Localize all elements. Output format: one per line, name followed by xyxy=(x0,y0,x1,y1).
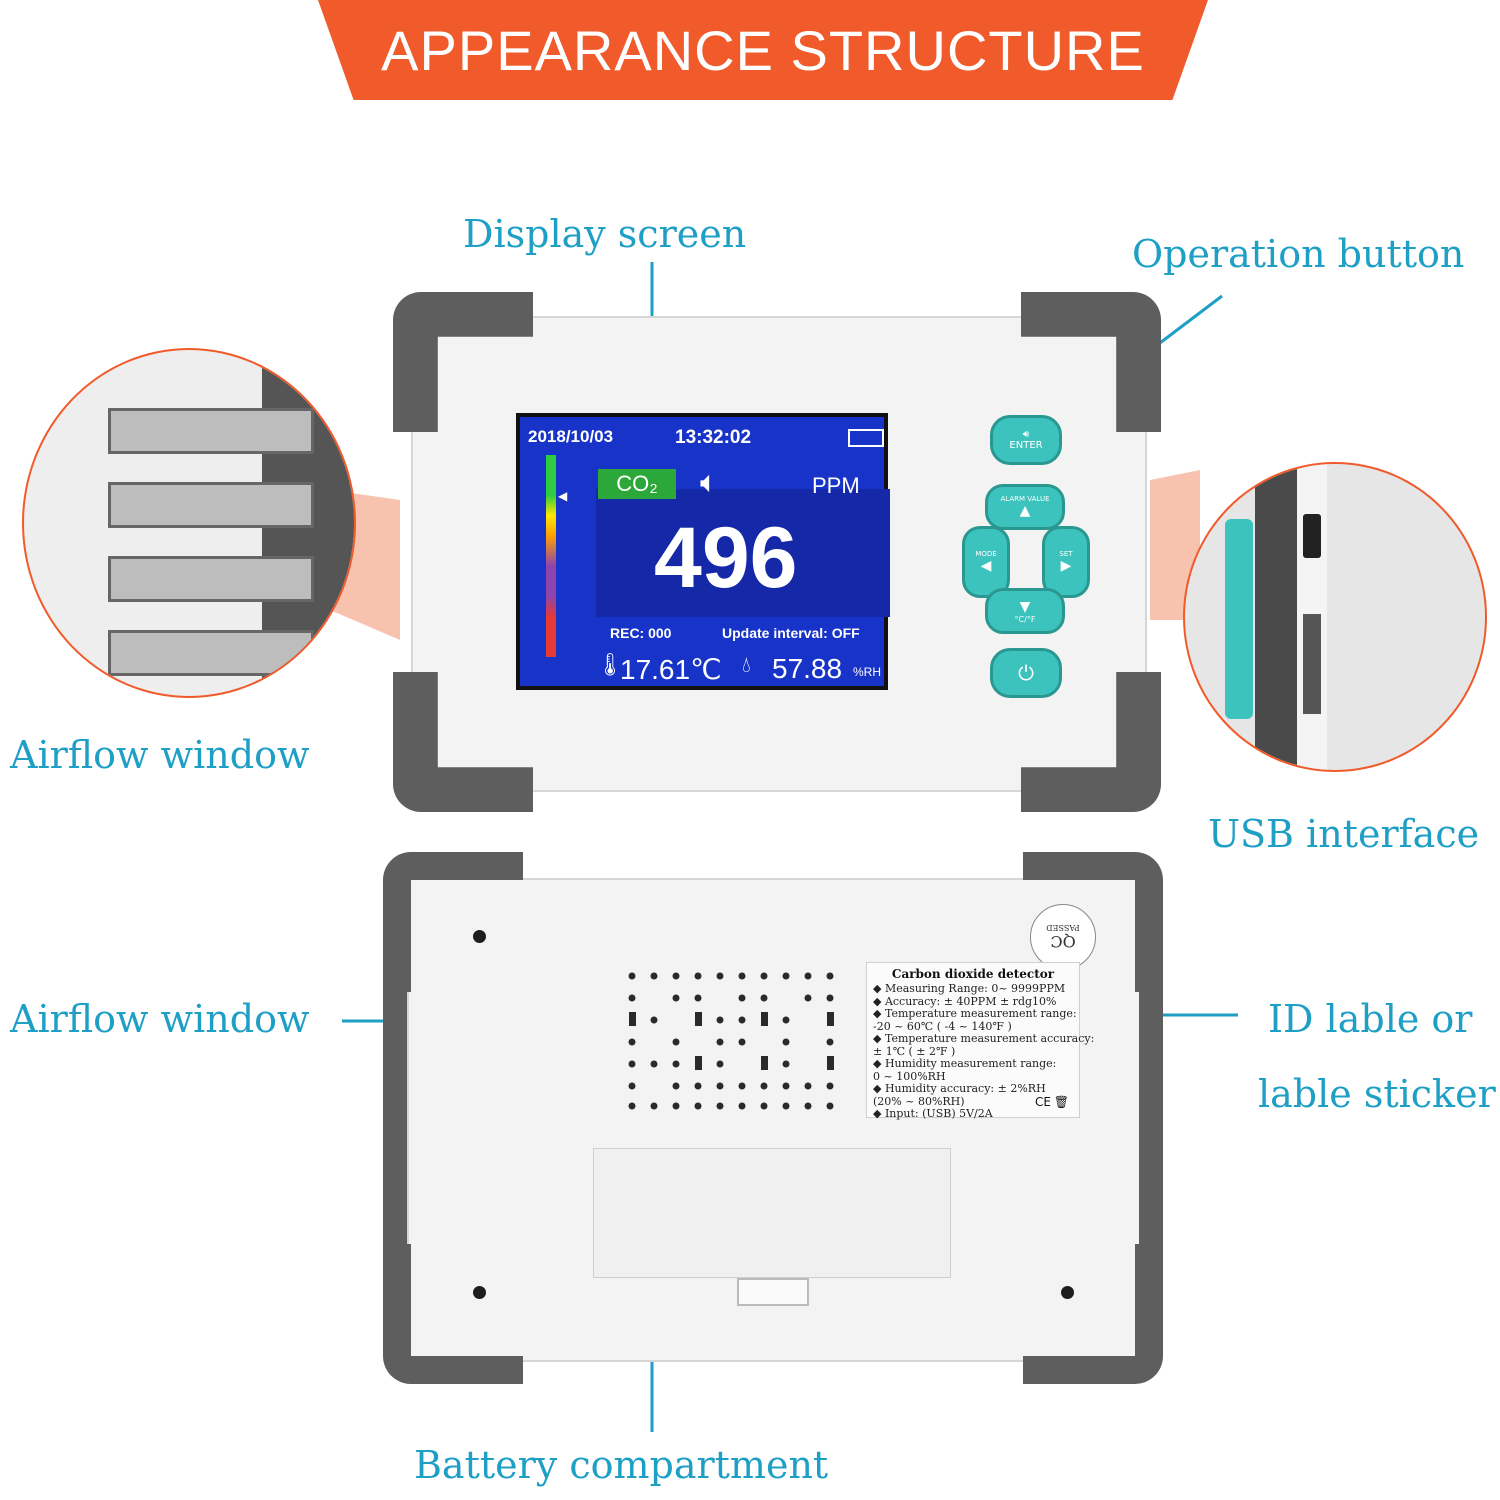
callout-airflow-window-back: Airflow window xyxy=(10,997,310,1041)
usb-zoom-circle xyxy=(1183,462,1487,772)
screw-hole xyxy=(1061,1286,1074,1299)
power-icon: ⏻ xyxy=(1018,661,1034,685)
ce-mark: CE xyxy=(1035,1095,1051,1109)
banner-title: APPEARANCE STRUCTURE xyxy=(381,19,1145,82)
callout-usb-interface: USB interface xyxy=(1208,812,1480,856)
level-scale-bar xyxy=(546,455,556,657)
gas-badge: CO₂ xyxy=(598,469,676,499)
lcd-screen: 2018/10/03 13:32:02 ◀ CO₂ 🔈︎ PPM 496 REC… xyxy=(516,413,890,690)
qc-text: QC xyxy=(1050,932,1076,951)
speaker-icon: 🔈︎ xyxy=(700,465,718,500)
update-interval: Update interval: OFF xyxy=(722,625,860,641)
temp-unit-button[interactable]: ▼ °C/°F xyxy=(985,588,1065,634)
alarm-value-button[interactable]: ALARM VALUE ▲ xyxy=(985,484,1065,530)
id-label-line: ◆ Measuring Range: 0~ 9999PPM xyxy=(873,982,1066,995)
id-label-line: ◆ Temperature measurement accuracy: xyxy=(873,1032,1095,1045)
callout-id-label-2: lable sticker xyxy=(1258,1072,1496,1116)
humidity-value: 57.88 xyxy=(772,653,843,684)
arrow-left-icon: ◀ xyxy=(980,558,992,574)
arrow-right-icon: ▶ xyxy=(1060,558,1072,574)
passed-text: PASSED xyxy=(1046,923,1080,932)
screw-hole xyxy=(473,1286,486,1299)
id-label-title: Carbon dioxide detector xyxy=(891,967,1055,981)
zoom-housing-side xyxy=(1255,464,1297,770)
side-bumper xyxy=(1139,992,1163,1244)
title-banner: APPEARANCE STRUCTURE xyxy=(318,0,1208,100)
id-label-line: ◆ Humidity measurement range: xyxy=(873,1057,1057,1070)
card-slot xyxy=(1303,614,1321,714)
callout-battery-compartment: Battery compartment xyxy=(414,1443,829,1487)
weee-bin-icon: 🗑︎ xyxy=(1053,1095,1069,1109)
power-button[interactable]: ⏻ xyxy=(990,648,1062,698)
side-buttons xyxy=(1225,519,1253,719)
airflow-slot xyxy=(108,482,314,528)
speaker-small-icon: 🔊︎ xyxy=(1022,429,1030,440)
battery-icon xyxy=(848,429,884,447)
airflow-hole-grid xyxy=(628,972,834,1110)
id-label-line: ◆ Humidity accuracy: ± 2%RH xyxy=(873,1082,1046,1095)
enter-label: ENTER xyxy=(1009,440,1043,451)
temp-unit-label: °C/°F xyxy=(1014,614,1036,624)
qc-sticker: QC PASSED xyxy=(1030,904,1096,970)
id-label-line: ◆ Accuracy: ± 40PPM ± rdg10% xyxy=(873,994,1057,1008)
arrow-down-icon: ▼ xyxy=(1019,598,1031,615)
id-label-line: ◆ Input: (USB) 5V/2A xyxy=(873,1107,993,1120)
device-back xyxy=(383,852,1163,1384)
id-label-line: ± 1℃ ( ± 2℉ ) xyxy=(873,1044,956,1058)
alarm-value-label: ALARM VALUE xyxy=(1000,495,1050,503)
airflow-slot xyxy=(108,630,314,676)
callout-airflow-window-front: Airflow window xyxy=(10,733,310,777)
id-label-line: -20 ~ 60℃ ( -4 ~ 140℉ ) xyxy=(873,1019,1012,1033)
side-bumper xyxy=(383,992,407,1244)
humidity-unit: %RH xyxy=(853,665,882,679)
level-pointer-icon: ◀ xyxy=(558,489,568,503)
airflow-zoom-circle xyxy=(22,348,356,698)
id-label-line: 0 ~ 100%RH xyxy=(873,1069,946,1083)
set-button[interactable]: SET ▶ xyxy=(1042,526,1090,598)
callout-id-label-1: ID lable or xyxy=(1268,997,1473,1041)
arrow-up-icon: ▲ xyxy=(1019,503,1031,519)
callout-display-screen: Display screen xyxy=(463,212,747,256)
unit-label: PPM xyxy=(812,473,860,498)
co2-reading: 496 xyxy=(654,510,798,606)
reading-panel xyxy=(596,489,890,617)
temperature-value: 17.61℃ xyxy=(620,654,722,685)
battery-cover[interactable] xyxy=(593,1148,951,1278)
screen-date: 2018/10/03 xyxy=(528,427,614,446)
mode-label: MODE xyxy=(975,550,997,558)
droplet-icon: 💧︎ xyxy=(742,653,751,678)
airflow-slot xyxy=(108,408,314,454)
mode-button[interactable]: MODE ◀ xyxy=(962,526,1010,598)
screw-hole xyxy=(473,930,486,943)
id-label-sticker: Carbon dioxide detector ◆ Measuring Rang… xyxy=(866,962,1095,1120)
battery-latch[interactable] xyxy=(737,1278,809,1306)
airflow-slot xyxy=(108,556,314,602)
thermometer-icon: 🌡︎ xyxy=(596,653,624,678)
usb-port-icon xyxy=(1303,514,1321,558)
id-label-line: ◆ Temperature measurement range: xyxy=(873,1007,1077,1020)
screen-time: 13:32:02 xyxy=(675,427,752,448)
callout-operation-button: Operation button xyxy=(1132,232,1465,276)
enter-button[interactable]: 🔊︎ ENTER xyxy=(990,415,1062,465)
rec-count: REC: 000 xyxy=(610,625,672,641)
set-label: SET xyxy=(1059,550,1073,558)
id-label-line: (20% ~ 80%RH) xyxy=(873,1094,965,1108)
